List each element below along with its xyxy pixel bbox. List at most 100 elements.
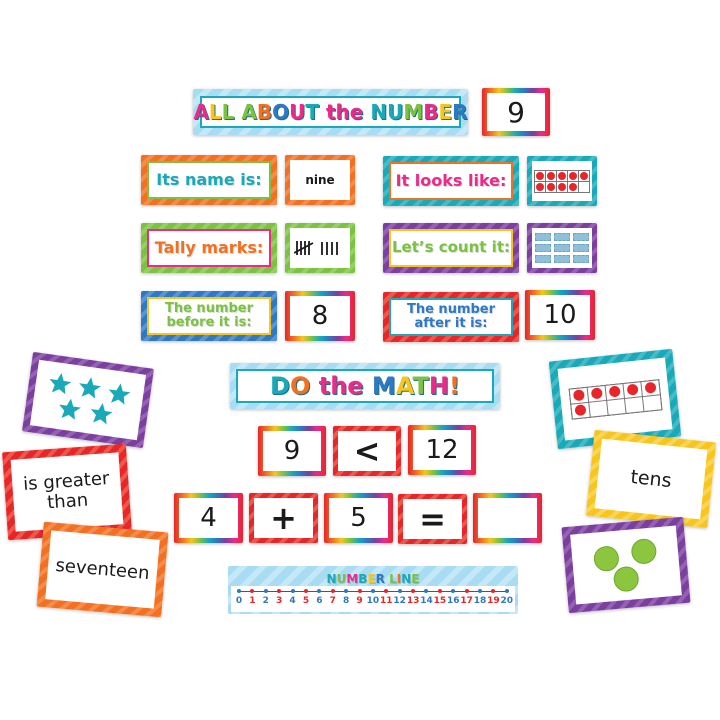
- ten-frame-cell: [546, 170, 556, 181]
- number-line-tick: 3: [273, 589, 285, 611]
- label-card-it-looks-like: It looks like:: [383, 156, 519, 206]
- number-line-label: 18: [473, 596, 487, 606]
- ten-frame-cell: [535, 181, 545, 192]
- ten-frame-cell: [535, 170, 545, 181]
- number-line-title-letter: N: [401, 572, 412, 586]
- title-banner-do-the-math: DO the MATH!: [230, 363, 500, 409]
- number-line-label: 15: [433, 596, 447, 606]
- label-it-looks-like: It looks like:: [395, 170, 507, 190]
- title-text: ALL ABOUT the NUMBER: [193, 100, 467, 124]
- title-letter: M: [403, 100, 424, 124]
- number-line-title-letter: N: [326, 572, 337, 586]
- math-card-inner: 12: [413, 430, 471, 470]
- phrase-line2: than: [46, 489, 89, 514]
- ten-frame-cell: [640, 379, 660, 396]
- title-letter: L: [221, 100, 242, 124]
- math-card-inner: 9: [263, 431, 321, 471]
- title-letter: U: [289, 100, 306, 124]
- tick-dot: [303, 589, 308, 593]
- value-card-blocks: [527, 223, 597, 273]
- value-card-after: 10: [525, 290, 595, 340]
- five-stars-icon: [47, 371, 132, 425]
- title-letter: the: [326, 100, 371, 124]
- number-line-label: 0: [235, 596, 243, 606]
- red-dot: [558, 182, 566, 191]
- label-card-inner: It looks like:: [389, 162, 513, 200]
- ten-frame-cell: [624, 396, 643, 413]
- number-line-label: 5: [302, 596, 310, 606]
- red-dot: [572, 389, 585, 402]
- tick-dot: [317, 589, 322, 593]
- math-card-equals: =: [398, 494, 467, 544]
- ten-frame-nine: [534, 169, 590, 193]
- side-card-inner: is greater than: [10, 452, 124, 532]
- word-tens: tens: [629, 465, 673, 493]
- red-dot: [536, 182, 544, 191]
- title-letter: E: [438, 100, 453, 124]
- number-line-tick: 13: [407, 589, 419, 611]
- number-line-title-letter: M: [346, 572, 359, 586]
- tick-dot: [357, 589, 362, 593]
- number-line-label: 8: [342, 596, 350, 606]
- title-letter: the: [310, 372, 372, 400]
- number-line-title: NUMBER LINE: [228, 568, 518, 587]
- math-card-answer-blank: [473, 493, 542, 543]
- value-card-tally: [285, 223, 355, 273]
- number-line-label: 12: [393, 596, 406, 606]
- number-line-label: 10: [366, 596, 380, 606]
- number-line-label: 19: [487, 596, 500, 606]
- math-card-compare-left: 9: [258, 426, 326, 476]
- red-dot: [569, 171, 577, 180]
- title-letter: M: [371, 372, 396, 400]
- number-line-title-letter: I: [396, 572, 402, 586]
- label-its-name-is: Its name is:: [156, 169, 262, 189]
- number-line-tick: 10: [367, 589, 379, 611]
- red-dot: [547, 182, 555, 191]
- label-card-inner: The number after it is:: [389, 298, 513, 336]
- title-letter: H: [428, 372, 449, 400]
- tick-dot: [437, 589, 442, 593]
- count-block: [573, 244, 589, 252]
- featured-number: 9: [507, 95, 525, 129]
- tick-dot: [411, 589, 416, 593]
- title-letter: O: [272, 100, 290, 124]
- tick-dot: [370, 589, 375, 593]
- ten-frame-cell: [579, 181, 589, 192]
- math-card-inner: +: [254, 498, 313, 538]
- red-dot: [558, 171, 566, 180]
- tick-dot: [263, 589, 268, 593]
- label-card-lets-count-it: Let’s count it:: [383, 223, 519, 273]
- number-line-label: 11: [380, 596, 393, 606]
- equals-symbol: =: [419, 500, 446, 538]
- compare-left-value: 9: [283, 436, 301, 466]
- math-card-addend-1: 4: [174, 493, 243, 543]
- math-card-inner: 4: [179, 498, 238, 538]
- number-line-tick: 2: [260, 589, 272, 611]
- featured-number-inner: 9: [487, 93, 545, 131]
- addend-2-value: 5: [350, 503, 367, 533]
- label-card-inner: Tally marks:: [147, 229, 271, 267]
- ten-frame-cell: [588, 400, 608, 417]
- side-card-inner: [29, 359, 147, 441]
- featured-number-card: 9: [482, 88, 550, 136]
- label-card-number-before: The number before it is:: [141, 291, 277, 341]
- label-tally-marks: Tally marks:: [154, 237, 264, 257]
- red-dot: [573, 404, 587, 417]
- label-card-tally-marks: Tally marks:: [141, 223, 277, 273]
- red-dot: [608, 385, 621, 398]
- label-card-inner: Its name is:: [147, 161, 271, 199]
- title-letter: B: [423, 100, 439, 124]
- tick-dot: [424, 589, 429, 593]
- tick-dot: [250, 589, 255, 593]
- tick-dot: [330, 589, 335, 593]
- title-letter: A: [193, 100, 209, 124]
- title-letter: R: [452, 100, 468, 124]
- number-line-title-letter: B: [358, 572, 368, 586]
- value-before: 8: [311, 301, 329, 331]
- less-than-symbol: <: [353, 432, 381, 470]
- tick-dot: [397, 589, 402, 593]
- title-letter: !: [449, 372, 460, 400]
- tick-dot: [491, 589, 496, 593]
- title-banner-all-about-the-number: ALL ABOUT the NUMBER: [193, 89, 468, 135]
